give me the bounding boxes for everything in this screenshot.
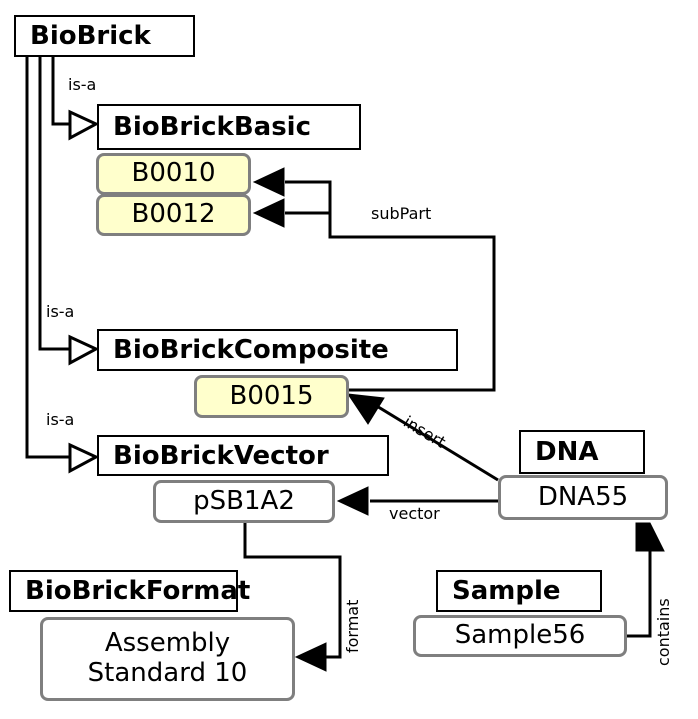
relation-label-vector: vector [389, 504, 440, 523]
instance-label: pSB1A2 [193, 485, 295, 516]
isa-line-vector [25, 56, 70, 459]
class-biobrick: BioBrick [14, 15, 195, 57]
class-label: BioBrickVector [113, 440, 329, 471]
contains-line [626, 550, 652, 638]
isa-arrowhead-basic [68, 109, 100, 141]
instance-b0012: B0012 [96, 194, 251, 236]
instance-label: B0010 [131, 158, 216, 189]
class-biobrick-basic: BioBrickBasic [97, 104, 361, 150]
instance-label-line2: Standard 10 [87, 658, 248, 688]
instance-label-line1: Assembly [104, 628, 231, 659]
class-label: BioBrickComposite [113, 335, 389, 365]
instance-sample56: Sample56 [413, 615, 627, 657]
class-biobrick-vector: BioBrickVector [97, 435, 389, 476]
instance-assembly-standard-10: Assembly Standard 10 [40, 617, 295, 701]
relation-label-isa-composite: is-a [46, 302, 75, 321]
class-label: BioBrickFormat [25, 576, 251, 606]
relation-label-contains: contains [654, 598, 673, 666]
class-dna: DNA [519, 430, 645, 474]
subpart-line [285, 180, 496, 392]
relation-label-format: format [343, 599, 362, 653]
relation-label-subpart: subPart [371, 204, 432, 223]
class-label: BioBrickBasic [113, 112, 312, 142]
instance-psb1a2: pSB1A2 [153, 480, 335, 523]
isa-arrowhead-vector [68, 442, 100, 474]
relation-label-isa-basic: is-a [68, 75, 97, 94]
subpart-arrowhead-b0012 [252, 198, 285, 228]
format-line [243, 522, 342, 659]
instance-label: DNA55 [537, 481, 629, 512]
class-label: BioBrick [30, 21, 151, 51]
isa-line-composite [38, 56, 70, 351]
class-biobrick-composite: BioBrickComposite [97, 329, 458, 371]
vector-arrowhead [336, 486, 369, 516]
insert-line [374, 403, 499, 482]
isa-arrowhead-composite [68, 334, 100, 366]
instance-label: B0012 [131, 199, 216, 230]
insert-arrowhead [346, 393, 385, 425]
instance-b0010: B0010 [96, 153, 251, 195]
format-arrowhead [294, 642, 327, 672]
class-biobrick-format: BioBrickFormat [9, 570, 250, 612]
instance-dna55: DNA55 [498, 475, 668, 520]
class-label: DNA [535, 437, 599, 467]
class-sample: Sample [436, 570, 602, 612]
relation-label-isa-vector: is-a [46, 410, 75, 429]
class-label: Sample [452, 576, 561, 606]
isa-line-basic [51, 56, 70, 126]
contains-arrowhead [635, 522, 665, 552]
instance-label: B0015 [229, 380, 314, 411]
instance-b0015: B0015 [194, 375, 349, 418]
subpart-arrowhead-b0010 [252, 167, 285, 197]
instance-label: Sample56 [454, 620, 586, 651]
